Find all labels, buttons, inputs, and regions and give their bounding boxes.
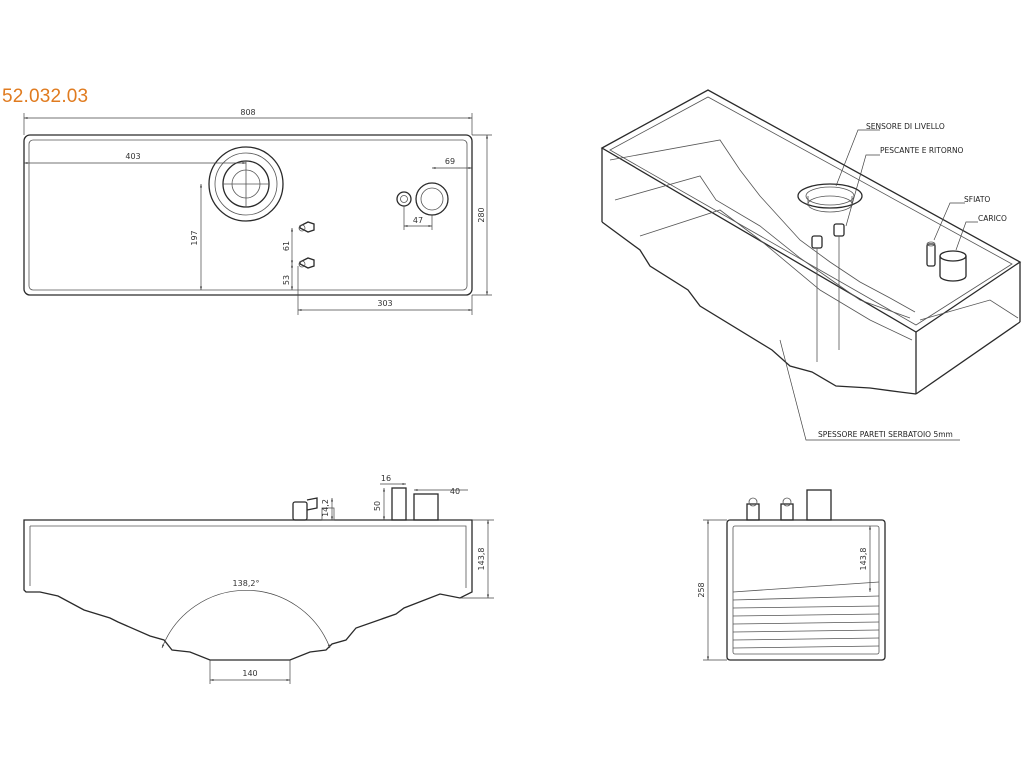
side-bottom-ribs: [732, 581, 880, 649]
dim-right-offset: 69: [445, 157, 455, 166]
dim-side-upper: 143,8: [859, 548, 868, 571]
front-vent-pipe: [391, 487, 407, 521]
iso-vent: [926, 241, 936, 267]
front-fitting-elbow: [292, 497, 318, 521]
tank-side-outline: [726, 519, 886, 661]
return-fittings-top: [298, 221, 315, 269]
dim-50: 50: [373, 501, 382, 511]
front-view: 16 40 50 14,2 143,8 138,2° 140: [23, 474, 494, 684]
label-pickup-return: PESCANTE E RITORNO: [880, 146, 964, 155]
label-wall-thickness: SPESSORE PARETI SERBATOIO 5mm: [818, 430, 953, 439]
dim-angle: 138,2°: [233, 579, 260, 588]
dim-width-40: 40: [450, 487, 460, 496]
front-filler-neck: [413, 493, 439, 521]
dim-fitting-gap: 61: [282, 241, 291, 251]
filler-neck-top: [415, 182, 449, 216]
tank-top-outline: [23, 134, 473, 296]
tank-front-outline: [23, 519, 473, 661]
tank-top-inner-outline: [28, 139, 468, 291]
iso-top-rim: [600, 89, 1022, 333]
side-view: 258 143,8: [697, 489, 886, 661]
dim-side-total: 258: [697, 582, 706, 597]
dim-14: 14,2: [321, 499, 330, 517]
dim-height: 280: [477, 207, 486, 222]
label-level-sensor: SENSORE DI LIVELLO: [866, 122, 945, 131]
dim-small: 47: [413, 216, 423, 225]
level-sensor-flange: [208, 146, 284, 222]
vent-fitting-top: [396, 191, 412, 207]
side-fittings: [746, 489, 832, 521]
iso-filler: [939, 250, 967, 282]
isometric-view: SENSORE DI LIVELLO PESCANTE E RITORNO SF…: [600, 89, 1022, 441]
dim-front-height: 143,8: [477, 548, 486, 571]
dim-width-16: 16: [381, 474, 391, 483]
iso-return-fittings: [811, 223, 845, 362]
dim-bottom: 303: [377, 299, 392, 308]
dim-fitting-low: 53: [282, 275, 291, 285]
top-view: 808 403 69 280 197 61 53 303 47: [23, 108, 492, 315]
dim-cap-offset: 403: [125, 152, 140, 161]
label-filler: CARICO: [978, 214, 1007, 223]
label-vent: SFIATO: [964, 195, 990, 204]
dim-vertical: 197: [190, 230, 199, 245]
dim-length: 808: [240, 108, 255, 117]
dim-front-bottom: 140: [242, 669, 257, 678]
part-code: 52.032.03: [2, 86, 89, 107]
iso-bottom-profile: [601, 221, 917, 395]
iso-sensor-flange: [797, 183, 863, 213]
